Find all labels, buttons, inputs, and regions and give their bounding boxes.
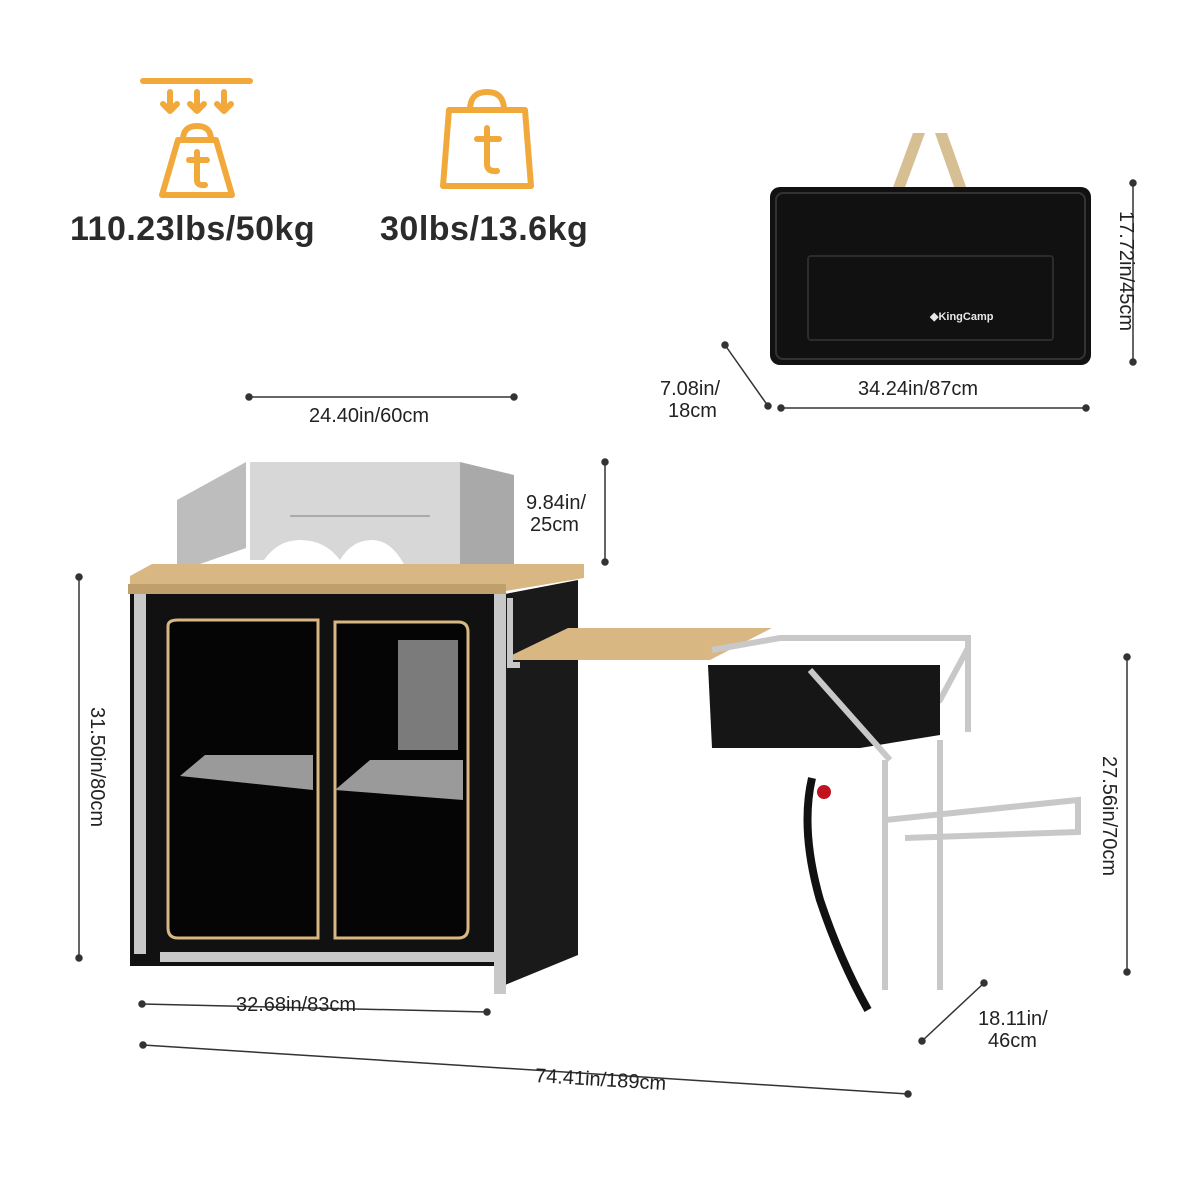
bag-depth-label-line1: 7.08in/ bbox=[660, 378, 721, 400]
dimension-lines bbox=[75, 179, 1137, 1098]
windscreen-height-label-line1: 9.84in/ bbox=[526, 492, 587, 514]
bag-height-label: 17.72in/45cm bbox=[1115, 210, 1137, 332]
side-table bbox=[507, 598, 1081, 1012]
side-depth-label-line1: 18.11in/ bbox=[978, 1008, 1048, 1030]
bag-width-label: 34.24in/87cm bbox=[858, 378, 979, 400]
cabinet-width-label: 32.68in/83cm bbox=[236, 994, 357, 1016]
side-depth-label-line2: 46cm bbox=[988, 1030, 1037, 1052]
weight-bag-icon bbox=[440, 89, 534, 189]
bag-depth-label-line2: 18cm bbox=[668, 400, 717, 422]
side-table-height-label: 27.56in/70cm bbox=[1098, 755, 1120, 877]
carry-bag: ◆KingCamp bbox=[770, 133, 1091, 365]
product-weight-value: 30lbs/13.6kg bbox=[380, 210, 589, 248]
cabinet-height-label: 31.50in/80cm bbox=[86, 706, 108, 828]
cabinet bbox=[128, 564, 584, 994]
windscreen-height-label-line2: 25cm bbox=[530, 514, 579, 536]
windscreen bbox=[177, 462, 514, 577]
max-load-value: 110.23lbs/50kg bbox=[70, 210, 316, 248]
windscreen-width-label: 24.40in/60cm bbox=[309, 405, 430, 427]
bag-logo-text: ◆KingCamp bbox=[929, 311, 994, 323]
weight-load-icon bbox=[140, 78, 253, 198]
